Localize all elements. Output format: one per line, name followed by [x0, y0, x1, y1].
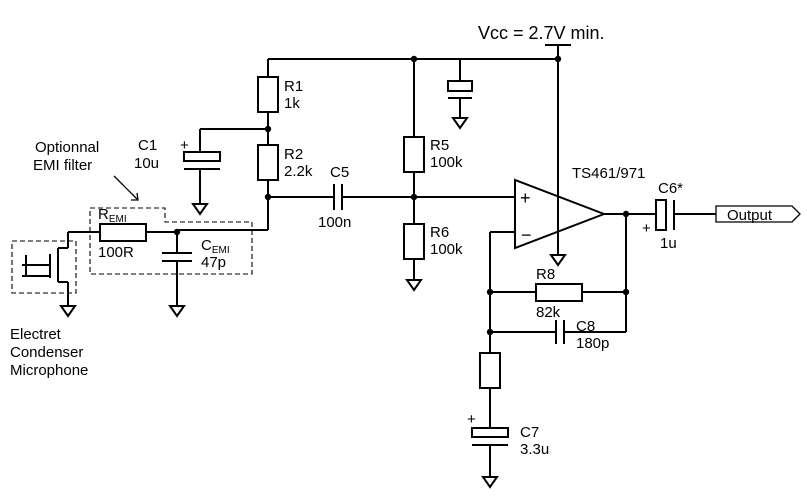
c1-polarity: +	[180, 137, 189, 154]
r2-resistor	[257, 144, 279, 181]
filter-pointer-arrow	[113, 175, 139, 201]
r8-value: 82k	[536, 304, 561, 321]
supply-label: Vcc = 2.7V min.	[478, 23, 605, 43]
cemi-value: 47p	[201, 254, 226, 271]
remi-name: REMI	[98, 206, 127, 225]
emi-filter	[68, 207, 253, 318]
r1-value: 1k	[284, 95, 300, 112]
r5-r6-divider	[403, 59, 425, 292]
c7-value: 3.3u	[520, 441, 549, 458]
r6-value: 100k	[430, 241, 463, 258]
c1-name: C1	[138, 137, 157, 154]
electret-microphone	[11, 232, 77, 318]
c7-name: C7	[520, 424, 539, 441]
gain-resistor	[479, 352, 501, 389]
r6-resistor	[403, 223, 425, 260]
c1-value: 10u	[134, 155, 159, 172]
r8-name: R8	[536, 266, 555, 283]
feedback-network	[486, 210, 656, 353]
opamp-minus-sign: −	[521, 225, 532, 245]
rail-bypass-capacitor	[447, 59, 473, 130]
c7-capacitor	[471, 427, 509, 438]
c6-polarity: +	[642, 220, 651, 237]
opamp-label: TS461/971	[572, 165, 645, 182]
r1-name: R1	[284, 78, 303, 95]
r5-value: 100k	[430, 154, 463, 171]
output-terminal	[715, 205, 801, 223]
c8-value: 180p	[576, 335, 609, 352]
remi-value: 100R	[98, 244, 134, 261]
c6-name: C6*	[658, 180, 683, 197]
r5-name: R5	[430, 137, 449, 154]
opamp-symbol	[514, 178, 607, 267]
filter-note: Optionnal EMI filter	[33, 139, 103, 174]
c5-capacitor	[268, 184, 515, 210]
cemi-name: CEMI	[201, 237, 230, 256]
remi-resistor	[99, 223, 147, 242]
r1-resistor	[257, 76, 279, 113]
r6-name: R6	[430, 224, 449, 241]
r8-resistor	[535, 283, 583, 302]
gain-leg	[471, 352, 509, 489]
output-label: Output	[727, 207, 773, 224]
c5-name: C5	[330, 164, 349, 181]
c6-value: 1u	[660, 235, 677, 252]
c1-capacitor	[183, 128, 268, 216]
mic-label: Electret Condenser Microphone	[10, 326, 88, 379]
c6-capacitor	[655, 199, 716, 231]
c8-name: C8	[576, 318, 595, 335]
r2-name: R2	[284, 146, 303, 163]
r2-value: 2.2k	[284, 163, 313, 180]
c7-polarity: +	[467, 411, 476, 428]
c5-value: 100n	[318, 214, 351, 231]
opamp-plus-sign: +	[520, 188, 531, 208]
r5-resistor	[403, 136, 425, 173]
